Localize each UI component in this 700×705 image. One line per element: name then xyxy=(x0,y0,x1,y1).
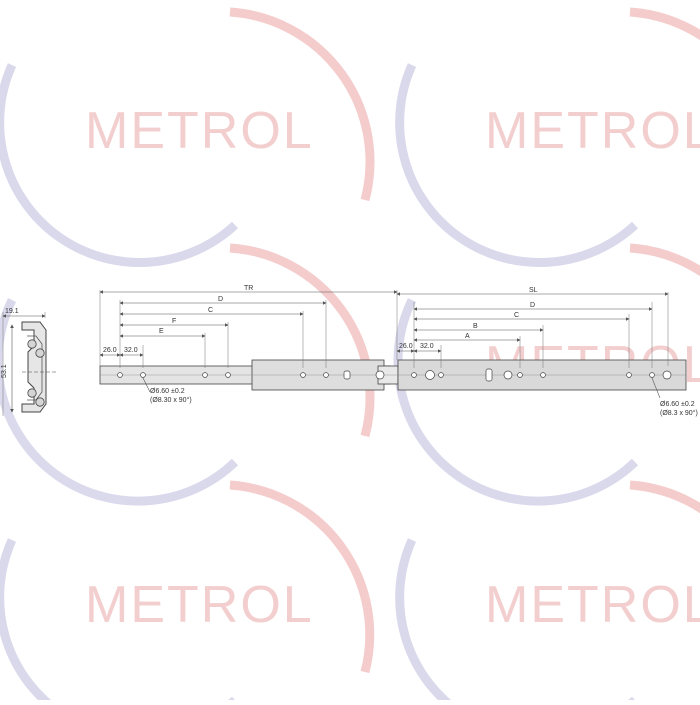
watermark-logo-text: METROL xyxy=(85,576,314,634)
mounting-hole xyxy=(503,370,513,380)
hole-countersink-label: (Ø8.30 x 90°) xyxy=(150,396,192,404)
dim-b-label: B xyxy=(473,323,478,330)
mounting-hole xyxy=(300,372,306,378)
slide-rail-assembly xyxy=(99,359,687,391)
offset-32-label: 32.0 xyxy=(124,347,138,354)
sl-label: SL xyxy=(529,287,538,294)
tr-label: TR xyxy=(244,285,253,292)
watermark-layer: METROL METROL METROL METROL MET xyxy=(0,7,700,705)
dim-a-label: A xyxy=(465,333,470,340)
side-profile-view: 19.1 53.1 xyxy=(1,308,56,416)
watermark-logo-text: METROL xyxy=(485,576,700,634)
mounting-hole xyxy=(225,372,231,378)
watermark-tile: METROL xyxy=(395,7,700,267)
ball-bearing-icon xyxy=(27,388,37,398)
mounting-hole xyxy=(117,372,123,378)
watermark-tile: METROL xyxy=(395,480,700,705)
mounting-hole xyxy=(626,372,632,378)
dim-d-label: D xyxy=(530,302,535,309)
left-dimensions: TR D C F E 26.0 32.0 Ø6.60 ±0.2 (Ø8.30 x… xyxy=(99,285,398,404)
offset-26-label: 26.0 xyxy=(103,347,117,354)
watermark-tile: METROL xyxy=(0,7,375,267)
watermark-logo-text: METROL xyxy=(485,102,700,160)
dim-d-label: D xyxy=(218,296,223,303)
side-height-label: 53.1 xyxy=(1,364,8,378)
right-dimensions: SL D C B A 26.0 32.0 Ø6.60 ±0.2 (Ø8.3 x … xyxy=(396,287,698,417)
mounting-hole xyxy=(375,370,385,380)
side-width-label: 19.1 xyxy=(5,308,19,315)
ball-bearing-icon xyxy=(27,339,37,349)
mounting-hole xyxy=(438,372,444,378)
mounting-hole xyxy=(202,372,208,378)
mounting-hole xyxy=(649,372,655,378)
mounting-hole xyxy=(540,372,546,378)
mounting-hole xyxy=(517,372,523,378)
mounting-hole xyxy=(662,370,672,380)
mounting-hole xyxy=(140,372,146,378)
watermark-logo-text: METROL xyxy=(85,102,314,160)
mounting-hole xyxy=(411,372,417,378)
dim-e-label: E xyxy=(159,328,164,335)
dim-c-label: C xyxy=(514,312,519,319)
mounting-hole xyxy=(425,370,435,380)
watermark-tile: METROL xyxy=(0,480,375,705)
watermark-tile xyxy=(0,243,375,506)
slot xyxy=(485,368,493,382)
hole-countersink-label: (Ø8.3 x 90°) xyxy=(660,409,698,417)
dim-c-label: C xyxy=(208,307,213,314)
hole-spec-label: Ø6.60 ±0.2 xyxy=(150,388,185,395)
ball-bearing-icon xyxy=(35,348,45,358)
slot xyxy=(343,370,351,380)
dim-f-label: F xyxy=(172,318,176,325)
offset-26-label: 26.0 xyxy=(399,343,413,350)
ball-bearing-icon xyxy=(35,397,45,407)
hole-spec-label: Ø6.60 ±0.2 xyxy=(660,401,695,408)
offset-32-label: 32.0 xyxy=(420,343,434,350)
mounting-hole xyxy=(323,372,329,378)
